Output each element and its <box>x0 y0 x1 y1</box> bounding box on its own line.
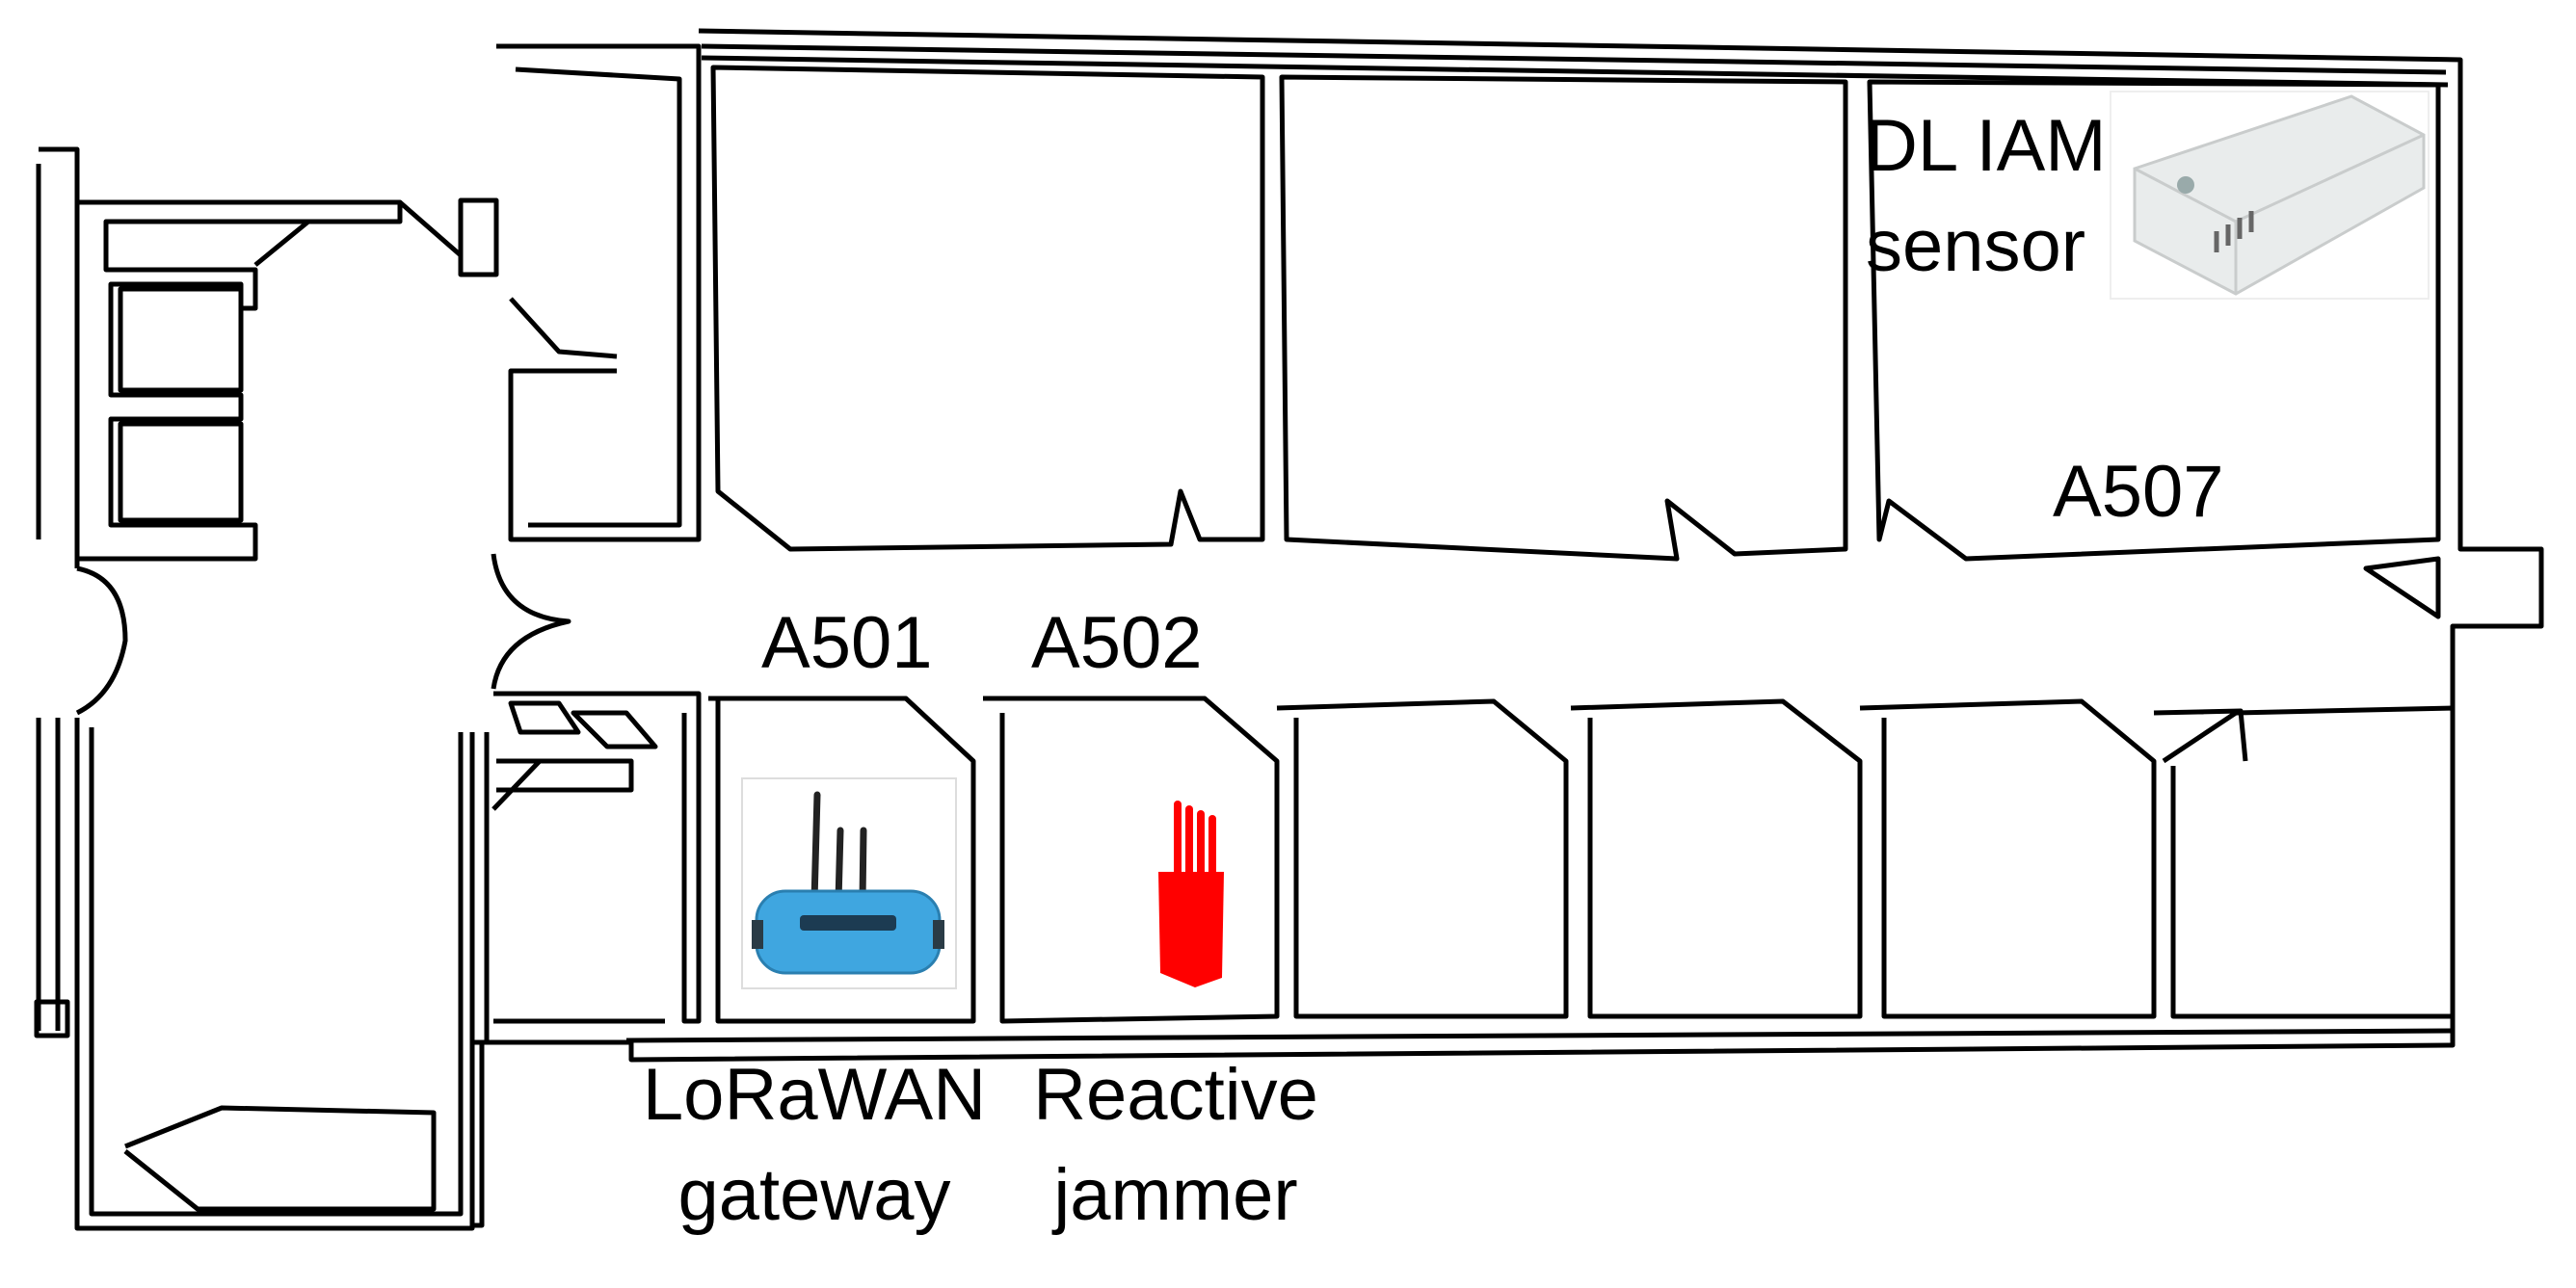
south-entry-2 <box>508 700 581 735</box>
stair-rail <box>36 718 61 1031</box>
stairwell-inner <box>89 727 464 1217</box>
outer-wall-inner <box>701 43 2447 75</box>
door-arc-west <box>75 565 128 716</box>
room-south-6 <box>2153 705 2456 1019</box>
sensor-caption-line2: sensor <box>1865 205 2086 287</box>
room-north-2 <box>1279 74 1848 562</box>
west-diag <box>253 200 463 267</box>
west-box-2 <box>118 421 244 523</box>
room-north-1 <box>710 65 1265 552</box>
jammer-caption-line2: jammer <box>1053 1154 1298 1236</box>
jammer-caption: Reactive jammer <box>1012 1045 1340 1246</box>
lobby-door <box>509 297 618 359</box>
iam-sensor-icon <box>2110 91 2430 300</box>
gateway-caption-line1: LoRaWAN <box>642 1054 987 1136</box>
jammer-caption-line1: Reactive <box>1033 1054 1318 1136</box>
room-south-4 <box>1570 698 1863 1019</box>
lobby-wall <box>496 43 702 542</box>
west-box-1 <box>118 286 244 393</box>
lobby-stub <box>458 197 499 277</box>
room-label-a507: A507 <box>2053 451 2224 533</box>
gateway-caption: LoRaWAN gateway <box>631 1045 997 1246</box>
room-label-a501: A501 <box>761 602 933 684</box>
lobby-wall-2 <box>515 66 682 528</box>
stairwell <box>74 718 475 1231</box>
room-south-5 <box>1859 698 2157 1019</box>
south-entry <box>491 691 702 1024</box>
north-inner-wall <box>701 55 2449 88</box>
room-south-a502 <box>983 696 1280 1024</box>
west-wall <box>39 146 80 568</box>
east-stub <box>2363 556 2441 619</box>
room-label-a502: A502 <box>1031 602 1203 684</box>
south-entry-3 <box>571 710 658 749</box>
sensor-caption: DL IAM sensor <box>1865 96 2107 297</box>
door-arc-north <box>491 553 571 690</box>
stair-curve <box>123 1105 437 1212</box>
room-south-a501 <box>708 696 976 1024</box>
lorawan-gateway-icon <box>741 777 957 989</box>
south-wall-line <box>625 1028 2454 1043</box>
sensor-caption-line1: DL IAM <box>1865 105 2107 187</box>
room-south-3 <box>1276 698 1569 1019</box>
west-offices <box>77 199 403 562</box>
gateway-caption-line2: gateway <box>677 1154 951 1236</box>
stair-landing <box>34 999 70 1038</box>
jammer-icon <box>1158 801 1224 987</box>
